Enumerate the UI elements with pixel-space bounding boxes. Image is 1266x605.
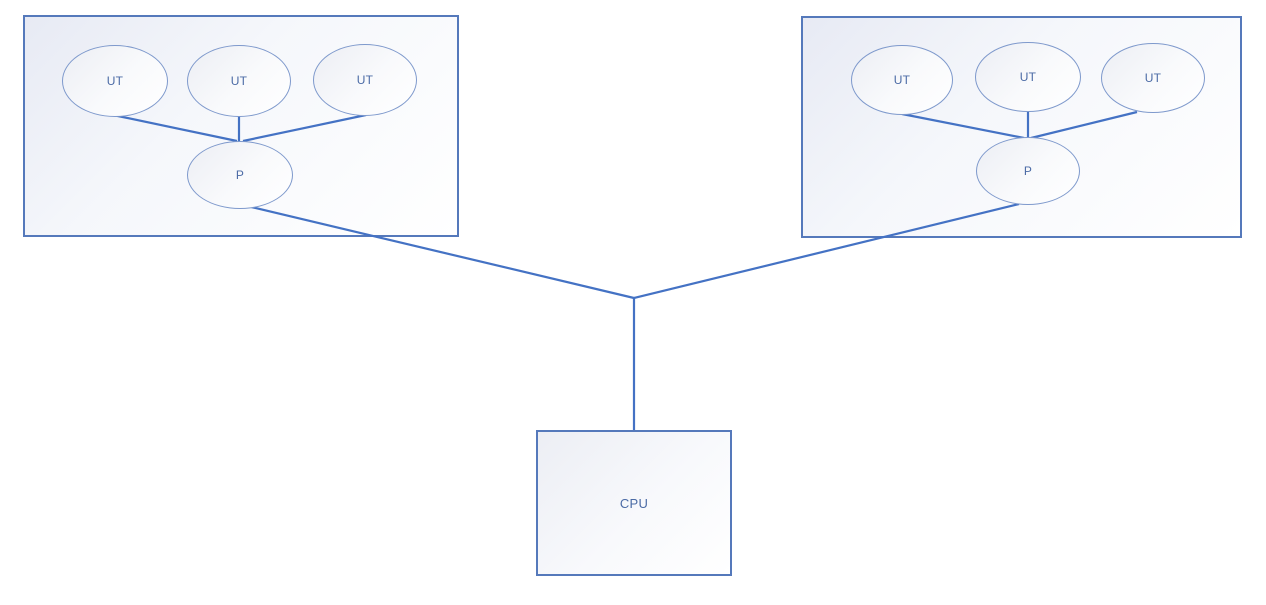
- connector-right-p-to-junction: [633, 202, 1020, 300]
- p-node-right: P: [976, 137, 1080, 205]
- ut-label: UT: [106, 74, 124, 88]
- ut-label: UT: [1019, 70, 1037, 84]
- p-node-left: P: [187, 141, 293, 209]
- ut-node-left-2: UT: [187, 45, 291, 117]
- cpu-label: CPU: [619, 495, 649, 511]
- ut-node-left-1: UT: [62, 45, 168, 117]
- ut-label: UT: [356, 73, 374, 87]
- ut-label: UT: [230, 74, 248, 88]
- cpu-box: CPU: [536, 430, 732, 576]
- p-label: P: [1023, 164, 1033, 178]
- connector-left-ut1-to-p: [112, 113, 238, 143]
- ut-label: UT: [1144, 71, 1162, 85]
- ut-node-left-3: UT: [313, 44, 417, 116]
- ut-node-right-1: UT: [851, 45, 953, 115]
- ut-node-right-3: UT: [1101, 43, 1205, 113]
- connector-left-p-to-junction: [246, 204, 635, 300]
- ut-node-right-2: UT: [975, 42, 1081, 112]
- p-label: P: [235, 168, 245, 182]
- ut-label: UT: [893, 73, 911, 87]
- connector-right-ut1-to-p: [901, 112, 1025, 140]
- connector-right-ut3-to-p: [1030, 110, 1138, 140]
- connector-left-ut3-to-p: [242, 113, 367, 143]
